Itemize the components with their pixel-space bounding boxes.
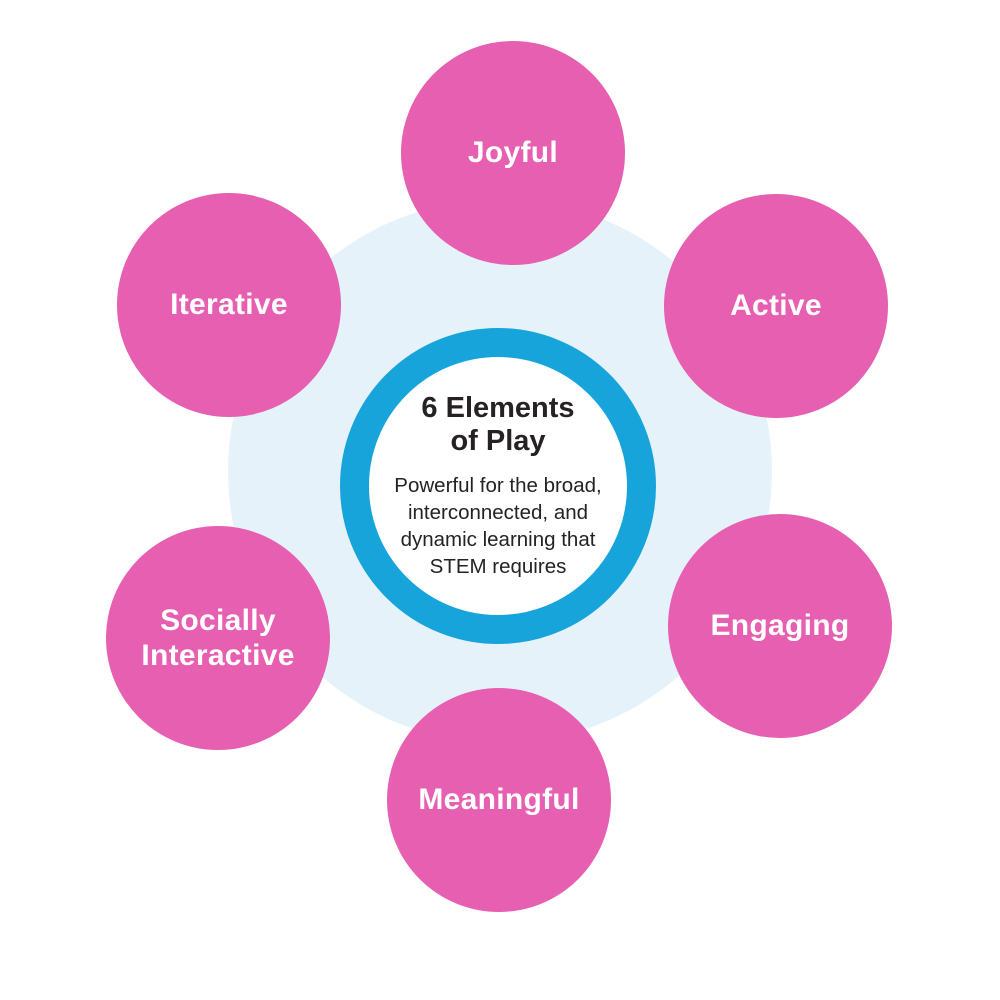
element-circle-engaging: Engaging	[668, 514, 892, 738]
element-circle-iterative: Iterative	[117, 193, 341, 417]
element-circle-meaningful: Meaningful	[387, 688, 611, 912]
element-circle-active: Active	[664, 194, 888, 418]
element-label-engaging: Engaging	[710, 609, 850, 643]
element-label-meaningful: Meaningful	[418, 783, 580, 817]
element-label-iterative: Iterative	[170, 288, 288, 322]
center-description: Powerful for the broad, interconnected, …	[394, 474, 602, 579]
element-circle-socially-interactive: Socially Interactive	[106, 526, 330, 750]
element-label-joyful: Joyful	[467, 136, 559, 170]
center-title: 6 Elements of Play	[421, 391, 575, 458]
center-hub-circle: 6 Elements of Play Powerful for the broa…	[340, 328, 656, 644]
element-circle-joyful: Joyful	[401, 41, 625, 265]
element-label-active: Active	[730, 289, 822, 323]
element-label-socially-interactive: Socially Interactive	[141, 603, 295, 672]
